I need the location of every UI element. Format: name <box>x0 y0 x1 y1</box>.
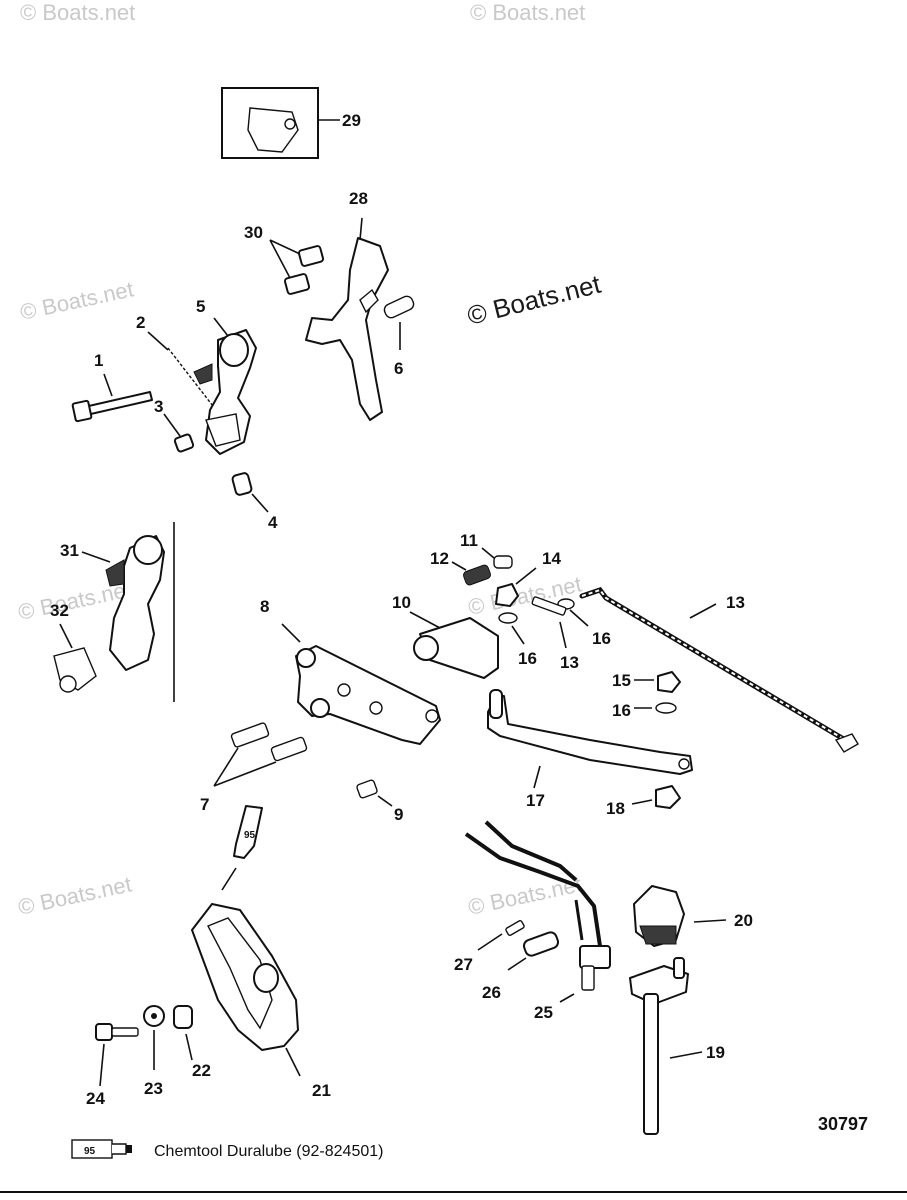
callout-labels: 29 28 30 6 5 2 1 3 4 31 32 8 7 9 10 11 1… <box>50 111 753 1108</box>
callout-19: 19 <box>706 1043 725 1062</box>
callout-9: 9 <box>394 805 403 824</box>
part-11-12-spring <box>451 547 513 586</box>
watermark-center-3: © Boats.net <box>466 871 584 919</box>
callout-22: 22 <box>192 1061 211 1080</box>
part-95-lube-tube: 95 <box>221 805 263 891</box>
part-7-bolts <box>213 722 308 787</box>
part-21-cover <box>191 903 301 1077</box>
callout-18: 18 <box>606 799 625 818</box>
callout-15-top: 14 <box>542 549 561 568</box>
part-30-bolts <box>269 239 325 295</box>
callout-24: 24 <box>86 1089 105 1108</box>
callout-7: 7 <box>200 795 209 814</box>
svg-text:95: 95 <box>244 830 256 841</box>
part-31-32-inset <box>53 522 175 702</box>
part-15-nut-top <box>495 567 537 607</box>
callout-26: 26 <box>482 983 501 1002</box>
callout-16-center: 16 <box>518 649 537 668</box>
callout-1: 1 <box>94 351 103 370</box>
callout-5: 5 <box>196 297 205 316</box>
callout-12: 12 <box>430 549 449 568</box>
legend-tube-label: 95 <box>84 1146 96 1157</box>
callout-10: 10 <box>392 593 411 612</box>
callout-27: 27 <box>454 955 473 974</box>
callout-16-right: 16 <box>612 701 631 720</box>
watermark-center-dark: © Boats.net <box>464 269 604 331</box>
callout-28: 28 <box>349 189 368 208</box>
part-26-plate <box>507 931 560 971</box>
part-13-link-rod <box>579 587 859 753</box>
callout-13: 13 <box>726 593 745 612</box>
part-8-cam-plate <box>281 623 441 745</box>
part-9-nut <box>356 779 393 807</box>
part-14-screw <box>531 596 567 649</box>
watermark-left-1: © Boats.net <box>18 276 136 324</box>
figure-number: 30797 <box>818 1114 868 1134</box>
part-1-bolt <box>71 373 153 423</box>
part-3-nut <box>163 413 195 453</box>
callout-2: 2 <box>136 313 145 332</box>
part-20-cam <box>633 885 727 947</box>
legend: 95 Chemtool Duralube (92-824501) <box>71 1139 383 1160</box>
part-27-screw <box>477 920 525 951</box>
callout-11: 11 <box>460 531 478 550</box>
callout-30: 30 <box>244 223 263 242</box>
part-24-screw <box>95 1023 139 1087</box>
callout-8: 8 <box>260 597 269 616</box>
part-5-throttle-arm <box>193 317 257 455</box>
callout-16-right-top: 16 <box>592 629 611 648</box>
callout-4: 4 <box>268 513 278 532</box>
callout-3: 3 <box>154 397 163 416</box>
part-17-lever <box>487 689 693 789</box>
callout-17: 17 <box>526 791 545 810</box>
callout-31: 31 <box>60 541 79 560</box>
part-22-bushing <box>173 1005 193 1061</box>
callout-29: 29 <box>342 111 361 130</box>
watermark-top-center: © Boats.net <box>470 0 585 25</box>
part-6-pin <box>383 295 415 350</box>
part-2-spring <box>147 331 217 411</box>
part-28-throttle-bracket <box>305 217 389 421</box>
callout-6: 6 <box>394 359 403 378</box>
callout-32: 32 <box>50 601 69 620</box>
watermark-left-3: © Boats.net <box>16 871 134 919</box>
callout-23: 23 <box>144 1079 163 1098</box>
callout-14: 13 <box>560 653 579 672</box>
callout-21: 21 <box>312 1081 331 1100</box>
watermark-top-left: © Boats.net <box>20 0 135 25</box>
callout-25: 25 <box>534 1003 553 1022</box>
part-23-washer <box>143 1005 165 1070</box>
legend-text: Chemtool Duralube (92-824501) <box>154 1143 383 1160</box>
part-25-switch-harness <box>464 820 611 1003</box>
callout-15-right: 15 <box>612 671 631 690</box>
part-18-nut <box>631 785 681 809</box>
part-4-sleeve <box>231 472 269 513</box>
part-29-bracket-box <box>221 87 340 159</box>
part-16-washer-right <box>634 702 677 714</box>
callout-20: 20 <box>734 911 753 930</box>
part-19-shaft <box>629 957 703 1135</box>
part-15-nut-right <box>634 671 681 693</box>
part-10-anchor <box>409 611 499 679</box>
